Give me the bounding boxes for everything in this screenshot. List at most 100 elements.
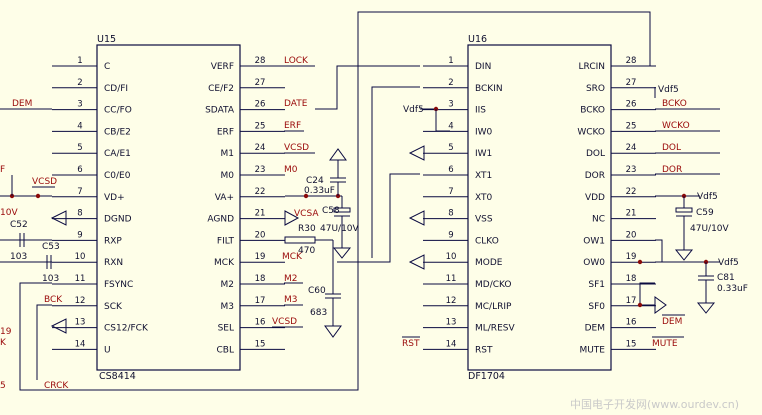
watermark-text: 中国电子开发网(www.ourdev.cn) xyxy=(570,397,739,411)
pin-number: 27 xyxy=(626,78,637,88)
junction-sf xyxy=(637,302,643,308)
interconnect-wires xyxy=(315,11,655,263)
pin-label: MC/LRIP xyxy=(475,302,512,312)
pin-label: SCK xyxy=(104,302,123,312)
pin-label: SF0 xyxy=(588,302,605,312)
pin-label: SF1 xyxy=(588,280,605,290)
u16-chip: U16 DF1704 1DIN2BCKIN3IIS4IW05IW16XT17XT… xyxy=(423,34,656,382)
pin-label: CLKO xyxy=(475,236,499,246)
net-vdf5-vdd: Vdf5 xyxy=(697,192,718,202)
net-vdf5-iis: Vdf5 xyxy=(403,105,424,115)
pin-label: DOR xyxy=(585,171,605,181)
edge-label-5: 5 xyxy=(0,381,6,391)
pin-number: 10 xyxy=(446,252,457,262)
c59-value: 47U/10V xyxy=(690,224,730,234)
r30-ref: R30 xyxy=(298,224,316,234)
ground-icon xyxy=(332,247,352,259)
pin-number: 5 xyxy=(448,143,453,153)
pin-number: 3 xyxy=(77,100,82,110)
ground-icon xyxy=(654,296,667,314)
pin-number: 28 xyxy=(626,56,637,66)
pin-label: BCKO xyxy=(580,106,605,116)
pin-label: IW0 xyxy=(475,127,493,137)
wire-xt1 xyxy=(337,173,420,263)
pin-label: XT1 xyxy=(475,171,492,181)
pin-label: ML/RESV xyxy=(475,324,515,334)
junction-ow0 xyxy=(637,259,643,265)
u15-right-pins: 28VERF27CE/F226SDATA25ERF24M123M022VA+21… xyxy=(205,56,285,355)
pin-label: SRO xyxy=(586,84,605,94)
pin-number: 25 xyxy=(255,121,266,131)
pin-number: 20 xyxy=(255,230,266,240)
u15-ref: U15 xyxy=(97,34,116,45)
pin-label: DIN xyxy=(475,62,491,72)
net-rst-in: RST xyxy=(402,339,420,349)
pin-label: MCK xyxy=(214,258,235,268)
wire-lrcin-loop xyxy=(357,11,655,165)
pin-number: 9 xyxy=(77,230,82,240)
pin-label: FSYNC xyxy=(104,280,133,290)
pin-number: 2 xyxy=(448,78,453,88)
u16-left-pins: 1DIN2BCKIN3IIS4IW05IW16XT17XT08VSS9CLKO1… xyxy=(423,56,515,355)
net-vcsd-m1: VCSD xyxy=(284,143,309,153)
pin-number: 24 xyxy=(626,143,637,153)
ground-icon xyxy=(50,210,67,226)
pin-label: DEM xyxy=(585,324,605,334)
pin-number: 5 xyxy=(77,143,82,153)
pin-label: RST xyxy=(475,345,493,355)
edge-label-f: F xyxy=(0,165,5,175)
pin-number: 4 xyxy=(77,121,82,131)
pin-number: 25 xyxy=(626,121,637,131)
pin-number: 17 xyxy=(626,296,637,306)
pin-label: MD/CKO xyxy=(475,280,512,290)
c52-value: 103 xyxy=(10,252,27,262)
pin-number: 24 xyxy=(255,143,266,153)
pin-number: 16 xyxy=(626,318,637,328)
pin-number: 23 xyxy=(626,165,637,175)
junction-va xyxy=(303,193,309,199)
c60-ref: C60 xyxy=(308,286,326,296)
edge-label-k: K xyxy=(0,338,7,348)
pin-number: 10 xyxy=(75,252,86,262)
pin-label: CBL xyxy=(217,345,234,355)
pin-number: 9 xyxy=(448,230,453,240)
pin-label: NC xyxy=(592,215,605,225)
c60-value: 683 xyxy=(310,308,327,318)
c81-value: 0.33uF xyxy=(717,284,748,294)
u15-body xyxy=(96,44,241,371)
pin-number: 18 xyxy=(626,274,637,284)
ground-icon xyxy=(696,302,716,314)
ground-icon xyxy=(50,318,67,334)
pin-number: 22 xyxy=(255,187,266,197)
net-dol: DOL xyxy=(662,143,681,153)
pin-label: DOL xyxy=(586,149,605,159)
pin-label: VA+ xyxy=(215,193,234,203)
pin-label: RXN xyxy=(104,258,123,268)
pin-label: M2 xyxy=(221,280,235,290)
ground-icon xyxy=(329,148,347,161)
net-dem-out: DEM xyxy=(662,317,682,327)
c59-ref: C59 xyxy=(696,208,714,218)
net-crck: CRCK xyxy=(44,381,69,391)
pin-number: 7 xyxy=(77,187,82,197)
wire-iw0 xyxy=(435,109,450,132)
r30-value: 470 xyxy=(298,246,315,256)
net-m0: M0 xyxy=(284,165,298,175)
ground-icon xyxy=(284,210,300,226)
pin-number: 13 xyxy=(446,318,457,328)
r30-body xyxy=(284,236,316,244)
pin-number: 6 xyxy=(448,165,453,175)
wire-sf1 xyxy=(639,282,655,306)
pin-label: M0 xyxy=(221,171,235,181)
pin-label: VERF xyxy=(211,62,234,72)
pin-label: CA/E1 xyxy=(104,149,131,159)
pin-label: VD+ xyxy=(104,193,125,203)
u15-left-pins: 1C2CD/FI3CC/FO4CB/E25CA/E16C0/E07VD+8DGN… xyxy=(52,56,149,355)
pin-number: 6 xyxy=(77,165,82,175)
pin-number: 28 xyxy=(255,56,266,66)
pin-number: 26 xyxy=(626,100,637,110)
u16-ref: U16 xyxy=(468,34,487,45)
pin-label: BCKIN xyxy=(475,84,503,94)
pin-number: 19 xyxy=(255,252,266,262)
